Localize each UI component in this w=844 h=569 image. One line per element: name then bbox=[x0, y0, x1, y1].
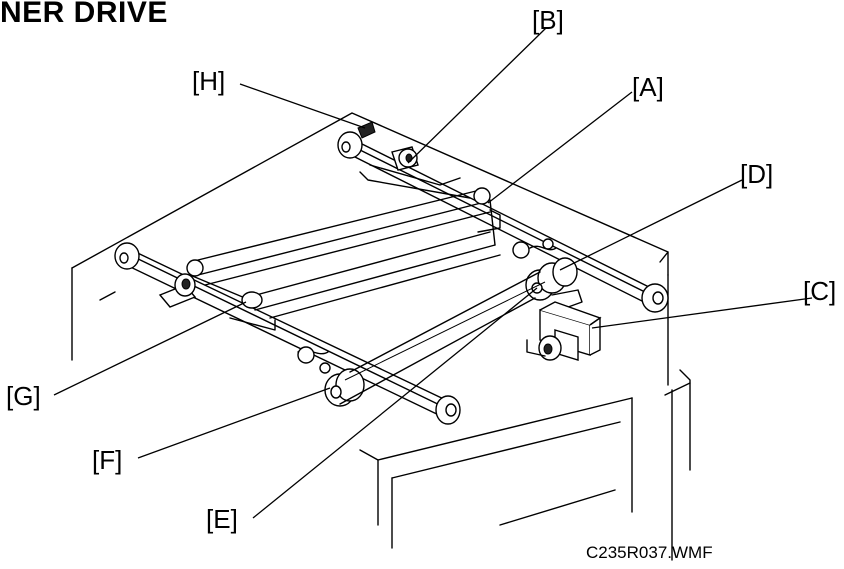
front-right-pulley bbox=[435, 395, 461, 425]
idler-pulleys bbox=[297, 241, 530, 364]
leader-F bbox=[137, 387, 331, 459]
leader-E bbox=[252, 287, 538, 519]
callout-E: [E] bbox=[206, 504, 238, 534]
carriage-clamps bbox=[158, 146, 419, 308]
scanner-motor bbox=[526, 301, 602, 361]
callout-labels: [B] [H] [A] [D] [C] [G] [F] [E] bbox=[6, 5, 836, 534]
rear-right-pulley bbox=[641, 283, 669, 313]
leader-A bbox=[487, 91, 633, 204]
leader-G bbox=[53, 301, 247, 396]
section-title: NER DRIVE bbox=[0, 0, 168, 29]
leader-B bbox=[407, 27, 547, 164]
callout-C: [C] bbox=[803, 276, 836, 306]
figure-filename: C235R037.WMF bbox=[586, 543, 713, 562]
leader-H bbox=[239, 83, 366, 129]
leader-C bbox=[591, 297, 813, 329]
callout-D: [D] bbox=[740, 159, 773, 189]
callout-F: [F] bbox=[92, 445, 122, 475]
rear-left-pulley bbox=[337, 131, 363, 159]
callout-B: [B] bbox=[532, 5, 564, 35]
copier-body bbox=[71, 112, 691, 561]
tension-springs bbox=[297, 238, 557, 374]
rear-rail bbox=[344, 137, 658, 306]
callout-A: [A] bbox=[632, 72, 664, 102]
callout-H: [H] bbox=[192, 66, 225, 96]
front-drive-pulley bbox=[324, 368, 365, 407]
front-left-pulley bbox=[114, 242, 140, 270]
scanner-drive-wires bbox=[339, 271, 546, 405]
front-rail bbox=[119, 246, 451, 419]
rear-drive-pulley bbox=[525, 257, 583, 311]
home-position-sensor bbox=[357, 121, 376, 139]
leader-lines bbox=[53, 27, 813, 519]
first-scanner-carriage bbox=[186, 164, 501, 331]
leader-D bbox=[559, 179, 743, 271]
callout-G: [G] bbox=[6, 381, 41, 411]
